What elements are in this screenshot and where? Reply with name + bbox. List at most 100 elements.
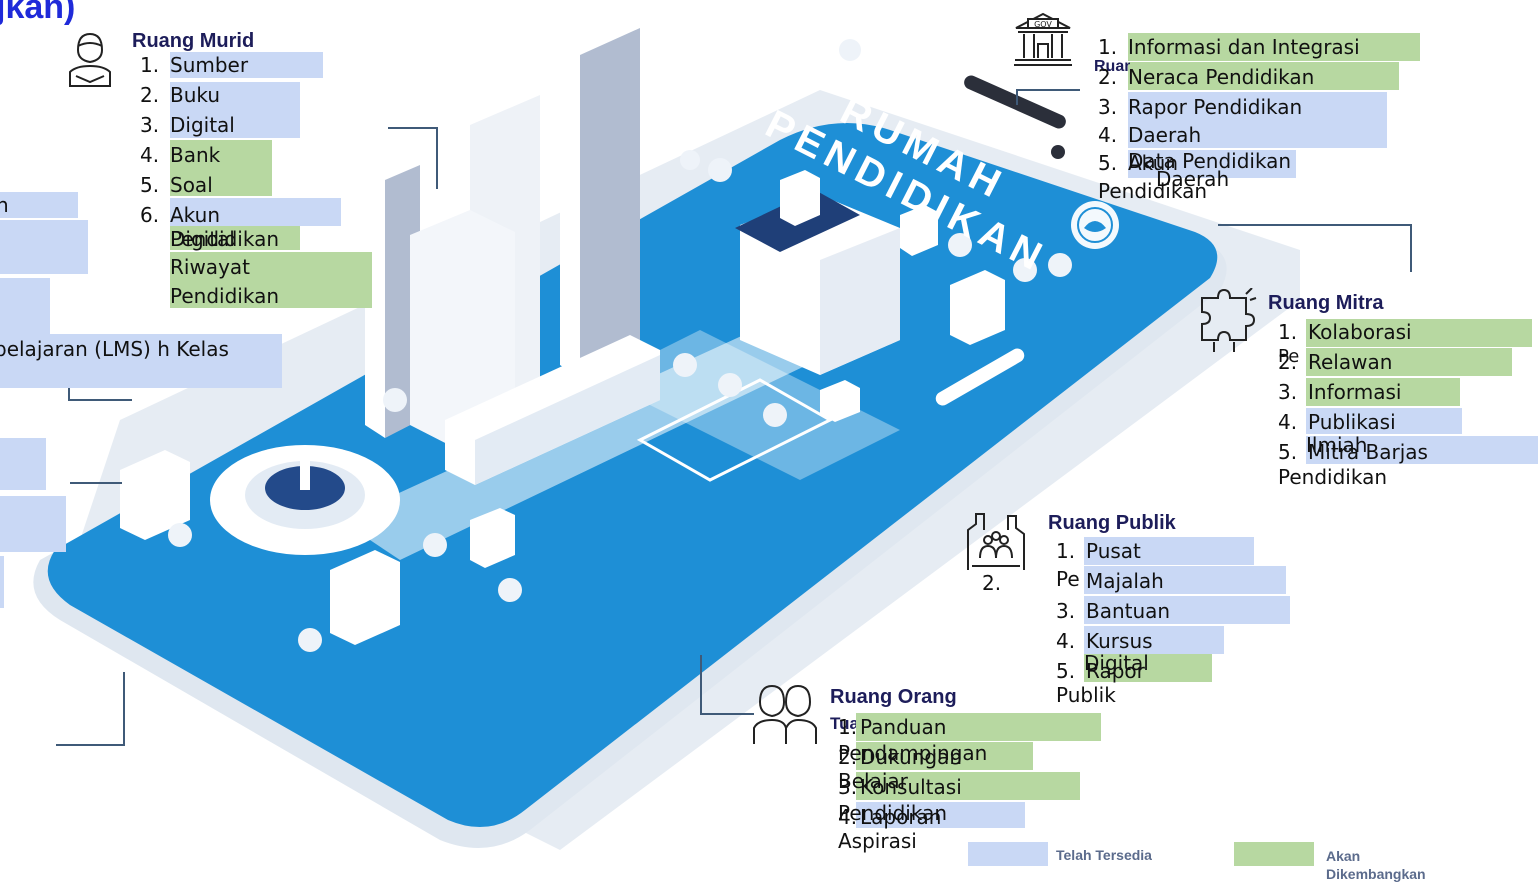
mitra-extra: Ilmiah	[1306, 433, 1368, 457]
list-item[interactable]: 3.Konsultasi	[838, 775, 962, 799]
highlight-bar	[0, 438, 46, 490]
list-item[interactable]: 2.Dukungan	[838, 745, 963, 769]
highlight-bar	[1128, 62, 1399, 90]
highlight-bar	[1306, 348, 1512, 376]
orangtua-extra: Pendidikan	[838, 801, 947, 825]
publik-extra: Publik	[1056, 683, 1116, 707]
left-cut-fragment: n	[0, 193, 9, 217]
highlight-bar	[1306, 378, 1460, 406]
orangtua-title: Ruang Orang	[830, 686, 957, 708]
publik-extra: Digital	[1084, 651, 1149, 675]
highlight-bar	[0, 334, 282, 388]
ministry-logo-icon	[1076, 206, 1114, 244]
murid-title: Ruang Murid	[132, 30, 255, 52]
highlight-bar	[856, 802, 1025, 828]
highlight-bar	[170, 52, 323, 78]
legend-label-available: Telah Tersedia	[1056, 847, 1152, 863]
list-item[interactable]: 5.Rapor	[1056, 659, 1145, 683]
puzzle-handshake-icon	[1196, 288, 1258, 354]
leader-line	[1016, 89, 1080, 105]
legend-label-planned: Akan Dikembangkan	[1326, 848, 1426, 882]
list-item[interactable]: 3.Rapor Pendidikan	[1098, 95, 1303, 119]
list-item[interactable]: 1.Kolaborasi	[1278, 320, 1412, 344]
orangtua-extra: Pendampingan	[838, 741, 988, 765]
highlight-bar	[856, 713, 1101, 741]
list-item[interactable]: 2.Relawan	[1278, 350, 1393, 374]
highlight-bar	[0, 496, 66, 552]
highlight-bar	[1084, 596, 1290, 624]
orangtua-title-2: Tua	[830, 714, 859, 733]
list-item[interactable]: 1.Sumber	[140, 53, 249, 77]
murid-extra: Digital	[170, 227, 235, 251]
parents-icon	[752, 680, 818, 746]
svg-text:GOV: GOV	[1034, 20, 1052, 29]
murid-extra: Pendidikan	[170, 284, 279, 308]
highlight-bar	[170, 198, 341, 226]
pemerintah-title: Ruang Pemerintah	[1094, 58, 1130, 75]
mitra-extra: Pe	[1278, 346, 1300, 367]
highlight-bar	[0, 278, 50, 334]
list-item[interactable]: Majalah	[1086, 569, 1164, 593]
murid-extra: Pendidikan	[170, 227, 279, 251]
orangtua-extra: Belajar	[838, 769, 908, 793]
publik-title: Ruang Publik	[1048, 512, 1176, 534]
list-item[interactable]: 5.Akun	[1098, 151, 1178, 175]
list-item[interactable]: 4.Bank	[140, 143, 221, 167]
pemerintah-extra: Pendidikan	[1098, 179, 1207, 203]
list-item[interactable]: 1.Pusat	[1056, 539, 1141, 563]
murid-list: 1.Sumber 2.Buku 3.Digital 4.Bank 5.Soal …	[140, 50, 248, 230]
leader-line	[1218, 224, 1412, 272]
highlight-bar	[0, 192, 78, 218]
publik-num-2: 2.	[982, 571, 1002, 595]
highlight-bar	[1306, 436, 1538, 464]
highlight-bar	[1306, 408, 1462, 434]
highlight-bar	[1306, 319, 1532, 347]
list-item[interactable]: 6.Akun	[140, 203, 220, 227]
list-item[interactable]: 1.Informasi dan Integrasi	[1098, 35, 1360, 59]
highlight-bar	[170, 252, 372, 308]
publik-list: 1.Pusat Majalah 3.Bantuan 4.Kursus 5.Rap…	[1056, 536, 1170, 686]
highlight-bar	[170, 226, 300, 250]
left-cut-text: belajaran (LMS) h Kelas	[0, 337, 229, 361]
list-item[interactable]: 2.Buku	[140, 83, 221, 107]
legend: Telah Tersedia Akan Dikembangkan	[968, 842, 1528, 882]
list-item[interactable]: 5.Mitra Barjas	[1278, 440, 1428, 464]
list-item[interactable]: 2.Neraca Pendidikan	[1098, 65, 1315, 89]
pemerintah-list: 1.Informasi dan Integrasi 2.Neraca Pendi…	[1098, 32, 1360, 178]
list-item[interactable]: 4.Laporan	[838, 805, 942, 829]
publik-extra: Pe	[1056, 567, 1080, 591]
list-item[interactable]: 5.Soal	[140, 173, 213, 197]
highlight-bar	[1084, 566, 1286, 594]
highlight-bar	[1084, 626, 1224, 654]
leader-line	[56, 672, 125, 746]
leader-line	[70, 482, 122, 486]
mitra-title: Ruang Mitra	[1268, 292, 1384, 314]
pemerintah-extra: Daerah	[1156, 167, 1230, 191]
highlight-bar	[1128, 92, 1387, 148]
public-crowd-icon	[964, 510, 1028, 572]
highlight-bar	[856, 772, 1080, 800]
list-item[interactable]: 1.Panduan	[838, 715, 947, 739]
highlight-bar	[170, 140, 272, 196]
highlight-bar	[0, 220, 88, 274]
highlight-bar	[170, 82, 300, 138]
mitra-list: 1.Kolaborasi 2.Relawan 3.Informasi 4.Pub…	[1278, 317, 1428, 467]
highlight-bar	[1084, 537, 1254, 565]
list-item[interactable]: 3.Bantuan	[1056, 599, 1171, 623]
pemerintah-extra: Data Pendidikan	[1128, 149, 1292, 173]
list-item[interactable]: 3.Informasi	[1278, 380, 1402, 404]
leader-line	[700, 655, 754, 715]
highlight-bar	[1128, 150, 1296, 178]
orangtua-extra: Aspirasi	[838, 829, 917, 853]
list-item[interactable]: 4.Daerah	[1098, 123, 1202, 147]
mitra-extra: Pendidikan	[1278, 465, 1387, 489]
orangtua-list: 1.Panduan 2.Dukungan 3.Konsultasi 4.Lapo…	[838, 712, 962, 832]
list-item[interactable]: 4.Kursus	[1056, 629, 1153, 653]
murid-extra: Riwayat	[170, 255, 250, 279]
page-title: jkan)	[0, 0, 76, 26]
legend-swatch-available	[968, 842, 1048, 866]
legend-swatch-planned	[1234, 842, 1314, 866]
list-item[interactable]: 4.Publikasi	[1278, 410, 1396, 434]
list-item[interactable]: 3.Digital	[140, 113, 235, 137]
